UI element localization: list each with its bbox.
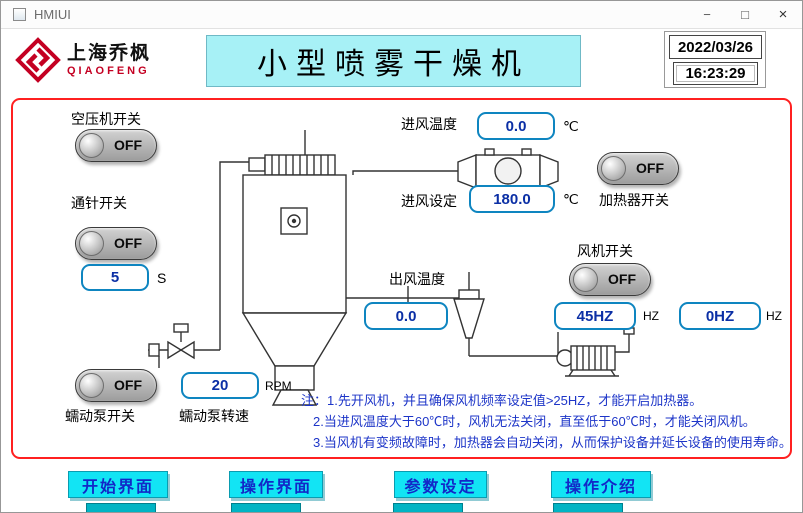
peristaltic-pump-label: 蠕动泵开关: [65, 408, 135, 424]
page-title: 小型喷雾干燥机: [206, 35, 581, 87]
air-compressor-label: 空压机开关: [71, 111, 141, 127]
fan-freq-set-field[interactable]: 45HZ: [554, 302, 636, 330]
fan-switch-label: 风机开关: [577, 243, 633, 259]
inlet-set-label: 进风设定: [401, 193, 457, 209]
toggle-knob: [79, 373, 104, 398]
toggle-state-label: OFF: [608, 271, 636, 287]
toggle-knob: [601, 156, 626, 181]
bottom-row-button[interactable]: [86, 503, 156, 512]
heater: [457, 148, 559, 190]
brand-text: 上海乔枫 QIAOFENG: [67, 43, 151, 78]
fan-switch[interactable]: OFF: [569, 263, 651, 296]
nav-operation-intro-button[interactable]: 操作介绍: [551, 471, 651, 498]
peristaltic-pump-switch[interactable]: OFF: [75, 369, 157, 402]
atomizer: [248, 154, 336, 176]
app-icon: [13, 8, 26, 21]
nav-operation-screen-button[interactable]: 操作界面: [229, 471, 323, 498]
needle-switch-label: 通针开关: [71, 195, 127, 211]
note-line-1: 注：1.先开风机，并且确保风机频率设定值>25HZ，才能开启加热器。: [301, 393, 703, 408]
needle-switch[interactable]: OFF: [75, 227, 157, 260]
air-compressor-switch[interactable]: OFF: [75, 129, 157, 162]
pump-speed-field[interactable]: 20: [181, 372, 259, 399]
fan-freq-set-unit: HZ: [643, 309, 659, 323]
heater-switch-label: 加热器开关: [599, 192, 669, 208]
bottom-row-button[interactable]: [231, 503, 301, 512]
toggle-state-label: OFF: [636, 160, 664, 176]
outlet-temp-field[interactable]: 0.0: [364, 302, 448, 330]
brand-name-cn: 上海乔枫: [67, 42, 152, 64]
brand-logo: 上海乔枫 QIAOFENG: [15, 37, 151, 83]
inlet-set-field[interactable]: 180.0: [469, 185, 555, 213]
window-controls: − □ ×: [688, 1, 802, 28]
note-line-3: 3.当风机有变频故障时，加热器会自动关闭，从而保护设备并延长设备的使用寿命。: [313, 435, 792, 450]
maximize-icon[interactable]: □: [741, 7, 749, 22]
datetime-panel: 2022/03/26 16:23:29: [664, 31, 766, 88]
close-icon[interactable]: ×: [778, 6, 788, 23]
pump-speed-label: 蠕动泵转速: [179, 408, 249, 424]
fan-motor: [556, 327, 635, 377]
process-panel: 空压机开关 OFF 通针开关 OFF 5 S OFF 蠕动泵开关 20 RPM …: [11, 98, 792, 459]
inlet-temp-label: 进风温度: [401, 116, 457, 132]
date-display: 2022/03/26: [669, 35, 762, 59]
bottom-row-button[interactable]: [553, 503, 623, 512]
needle-interval-unit: S: [157, 270, 167, 286]
toggle-state-label: OFF: [114, 137, 142, 153]
window-titlebar: HMIUI − □ ×: [1, 1, 802, 29]
minimize-icon[interactable]: −: [703, 7, 711, 22]
toggle-state-label: OFF: [114, 377, 142, 393]
time-display: 16:23:29: [673, 62, 758, 85]
nav-parameter-setting-button[interactable]: 参数设定: [394, 471, 487, 498]
toggle-knob: [79, 133, 104, 158]
window-title: HMIUI: [34, 7, 71, 22]
toggle-knob: [79, 231, 104, 256]
qiaofeng-logo-icon: [15, 37, 61, 83]
inlet-set-unit: ℃: [563, 191, 579, 207]
spray-chamber: [241, 174, 348, 406]
fan-freq-actual-unit: HZ: [766, 309, 782, 323]
inlet-temp-unit: ℃: [563, 118, 579, 134]
pump-speed-unit: RPM: [265, 379, 292, 393]
brand-name-en: QIAOFENG: [67, 64, 150, 77]
toggle-state-label: OFF: [114, 235, 142, 251]
inlet-temp-field[interactable]: 0.0: [477, 112, 555, 140]
fan-freq-actual-field[interactable]: 0HZ: [679, 302, 761, 330]
toggle-knob: [573, 267, 598, 292]
needle-interval-field[interactable]: 5: [81, 264, 149, 291]
process-diagram: [13, 100, 794, 461]
bottom-row-button[interactable]: [393, 503, 463, 512]
nav-start-screen-button[interactable]: 开始界面: [68, 471, 168, 498]
outlet-temp-label: 出风温度: [389, 271, 445, 287]
note-line-2: 2.当进风温度大于60℃时，风机无法关闭，直至低于60℃时，才能关闭风机。: [313, 414, 756, 429]
heater-switch[interactable]: OFF: [597, 152, 679, 185]
cyclone: [453, 289, 485, 339]
valve-assembly: [148, 323, 195, 360]
